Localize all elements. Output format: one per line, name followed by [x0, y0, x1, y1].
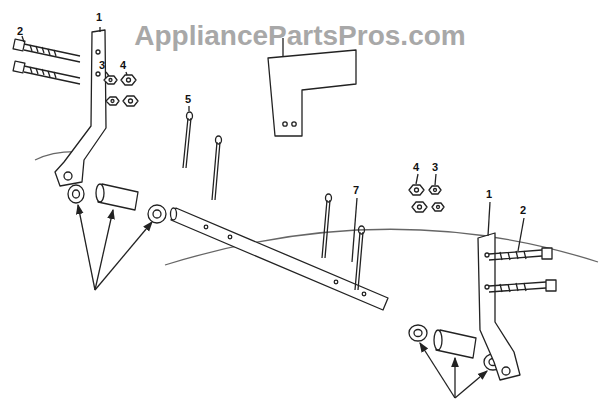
callout-number: 5 [185, 94, 191, 105]
callout-number: 3 [99, 60, 105, 71]
callout-number: 2 [520, 205, 526, 216]
callout-number: 4 [120, 60, 126, 71]
callout-number: 1 [96, 12, 102, 23]
callout-number: 3 [432, 162, 438, 173]
callout-number: 2 [17, 26, 23, 37]
callout-number: 4 [413, 162, 419, 173]
watermark: AppliancePartsPros.com [134, 22, 465, 50]
callout-number: 7 [353, 185, 359, 196]
callout-number: 1 [486, 189, 492, 200]
